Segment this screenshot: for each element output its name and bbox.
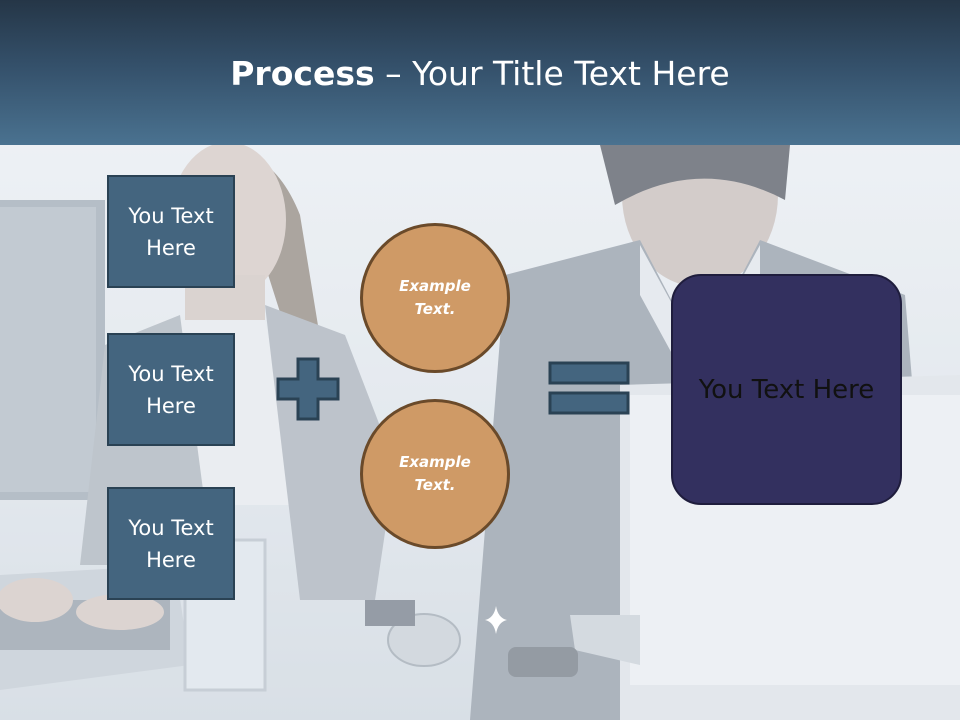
slide-title: Process – Your Title Text Here [0, 52, 960, 96]
plus-icon [276, 357, 340, 421]
example-circle-2[interactable]: Example Text. [360, 399, 510, 549]
sparkle-icon [485, 606, 507, 634]
circle-label: Example Text. [399, 453, 471, 494]
title-bar: Process – Your Title Text Here [0, 0, 960, 145]
title-bold-part: Process [230, 54, 375, 93]
text-box-2[interactable]: You Text Here [107, 333, 235, 446]
result-label: You Text Here [698, 374, 875, 405]
title-rest-part: – Your Title Text Here [374, 54, 730, 93]
text-box-label: You Text Here [128, 515, 214, 572]
example-circle-1[interactable]: Example Text. [360, 223, 510, 373]
equals-icon [548, 361, 630, 415]
circle-label: Example Text. [399, 277, 471, 318]
text-box-1[interactable]: You Text Here [107, 175, 235, 288]
result-box[interactable]: You Text Here [671, 274, 902, 505]
text-box-label: You Text Here [128, 361, 214, 418]
text-box-label: You Text Here [128, 203, 214, 260]
text-box-3[interactable]: You Text Here [107, 487, 235, 600]
